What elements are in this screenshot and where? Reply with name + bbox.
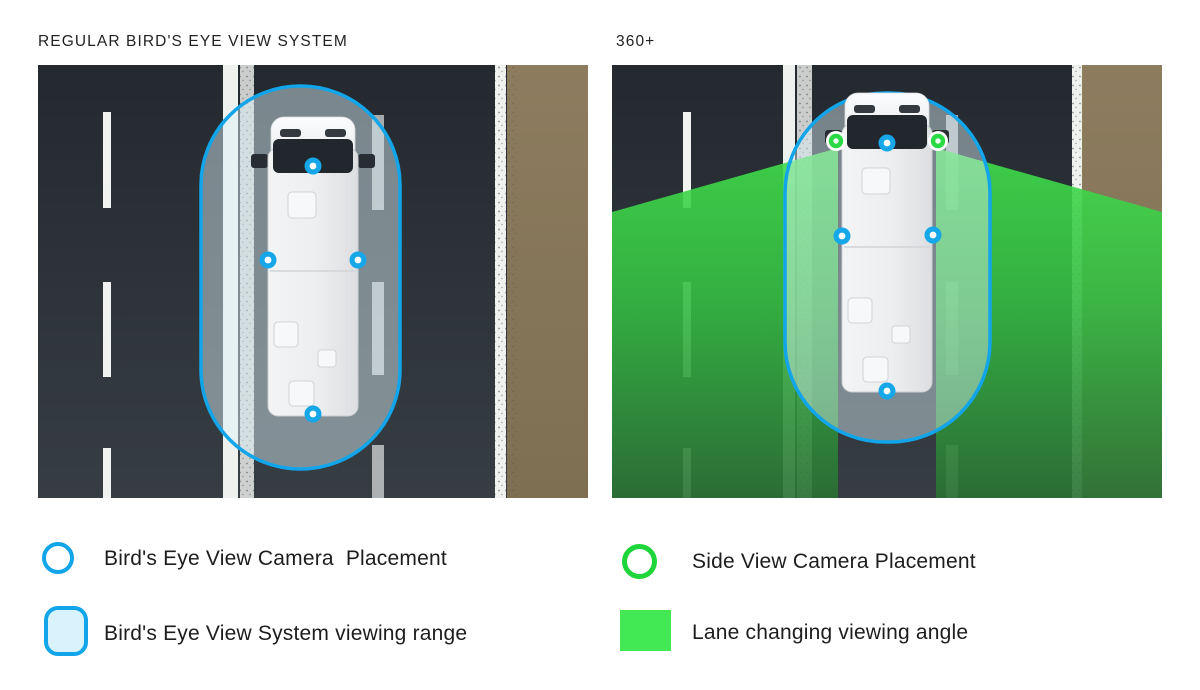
road-shoulder: [507, 65, 588, 498]
lane-changing-angle-left: [612, 148, 838, 498]
camera-right-side: [349, 251, 367, 269]
camera-front: [304, 157, 322, 175]
right-panel-title: 360+: [616, 33, 656, 50]
lane-dashes-left-lane: [103, 112, 111, 498]
legend-label-side-view-camera: Side View Camera Placement: [692, 550, 976, 573]
legend-swatch-lane-changing-angle: [620, 610, 671, 651]
left-panel-title: REGULAR BIRD'S EYE VIEW SYSTEM: [38, 33, 348, 50]
solid-lane-line: [223, 65, 238, 498]
worn-lane-line-texture: [240, 65, 254, 498]
right-panel-scene: [612, 65, 1162, 498]
legend-label-birds-eye-camera: Bird's Eye View Camera Placement: [104, 547, 447, 570]
lane-changing-angle-right: [936, 148, 1162, 498]
edge-line-texture: [495, 65, 506, 498]
camera-right-side: [924, 226, 942, 244]
legend-label-lane-changing-angle: Lane changing viewing angle: [692, 621, 969, 644]
comparison-diagram: [38, 65, 1162, 498]
side-camera-right: [928, 131, 948, 151]
camera-rear: [878, 382, 896, 400]
legend-label-viewing-range: Bird's Eye View System viewing range: [104, 622, 468, 645]
legend-swatch-viewing-range: [44, 606, 88, 656]
shoulder-texture: [507, 65, 517, 498]
lane-dashes-center: [372, 115, 384, 498]
left-panel-scene: [38, 65, 588, 498]
legend-swatch-side-view-camera: [622, 544, 657, 579]
camera-front: [878, 134, 896, 152]
camera-left-side: [259, 251, 277, 269]
side-camera-left: [826, 131, 846, 151]
legend-swatch-birds-eye-camera: [42, 542, 74, 574]
camera-left-side: [833, 227, 851, 245]
camera-rear: [304, 405, 322, 423]
